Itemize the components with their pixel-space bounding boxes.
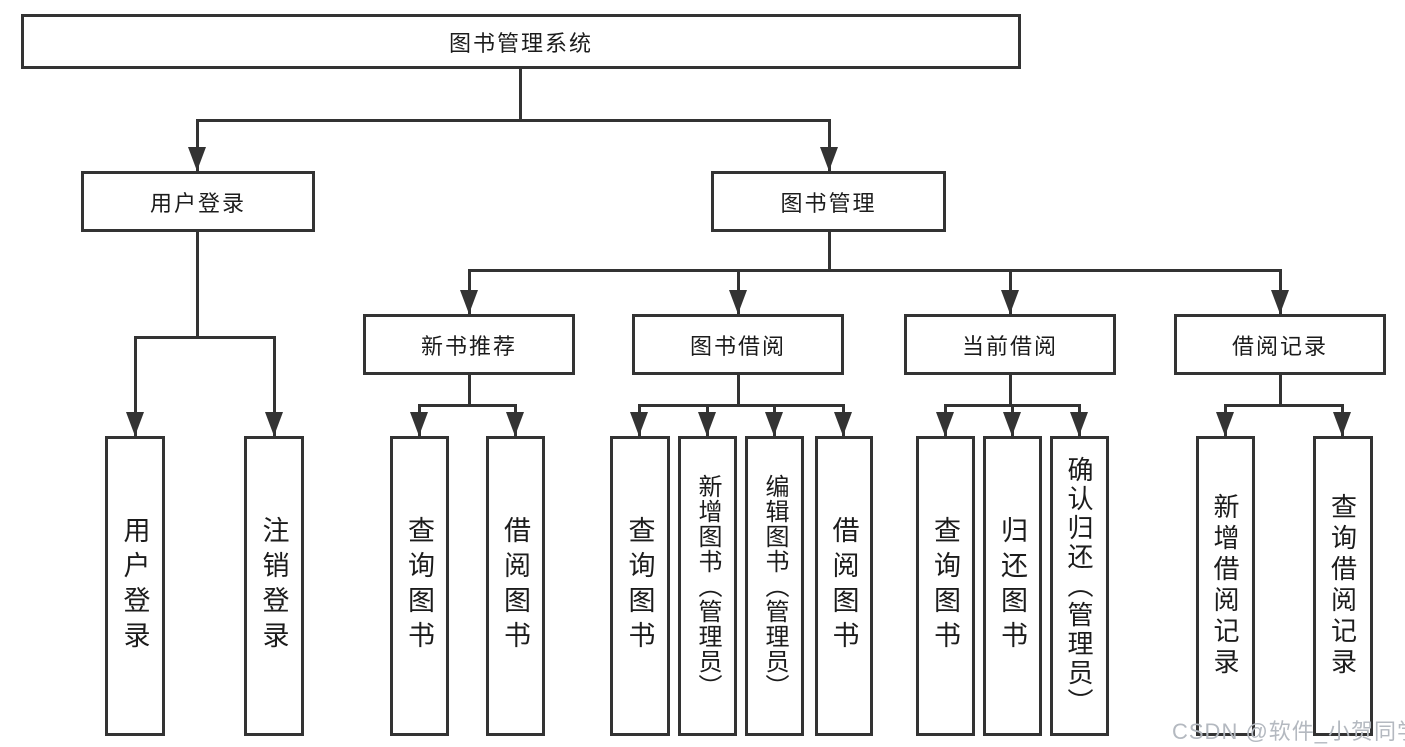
node-library-system: 图书管理系统 <box>21 14 1021 69</box>
connector-line <box>196 119 831 122</box>
arrowhead-down-icon <box>126 412 144 436</box>
arrowhead-down-icon <box>265 412 283 436</box>
leaf-label: 查询借阅记录 <box>1327 493 1358 679</box>
arrowhead-down-icon <box>698 412 716 436</box>
connector-line <box>828 119 831 171</box>
leaf-recommend-query-books: 查询图书 <box>390 436 449 736</box>
node-label: 图书管理 <box>780 190 877 216</box>
arrowhead-down-icon <box>729 290 747 314</box>
leaf-label: 借阅图书 <box>500 516 530 656</box>
leaf-logout: 注销登录 <box>244 436 304 736</box>
arrowhead-down-icon <box>1216 412 1234 436</box>
node-label: 图书管理系统 <box>448 30 593 56</box>
node-label: 借阅记录 <box>1231 333 1328 359</box>
arrowhead-down-icon <box>834 412 852 436</box>
leaf-label: 新增图书（管理员） <box>694 473 721 699</box>
arrowhead-down-icon <box>188 147 206 171</box>
connector-line <box>196 119 199 171</box>
leaf-label: 查询图书 <box>930 516 960 656</box>
node-label: 新书推荐 <box>420 333 517 359</box>
leaf-add-books-admin: 新增图书（管理员） <box>678 436 737 736</box>
connector-line <box>519 68 522 120</box>
leaf-add-borrow-record: 新增借阅记录 <box>1196 436 1255 736</box>
arrowhead-down-icon <box>765 412 783 436</box>
leaf-label: 查询图书 <box>624 516 655 656</box>
leaf-query-borrow-record: 查询借阅记录 <box>1313 436 1373 736</box>
connector-line <box>273 336 276 436</box>
leaf-label: 确认归还（管理员） <box>1064 455 1094 717</box>
arrowhead-down-icon <box>1003 412 1021 436</box>
node-book-management: 图书管理 <box>711 171 946 232</box>
csdn-watermark: CSDN @软件_小贺同学 <box>1172 719 1405 744</box>
leaf-borrow-books: 借阅图书 <box>815 436 873 736</box>
leaf-label: 编辑图书（管理员） <box>761 473 788 699</box>
leaf-confirm-return-admin: 确认归还（管理员） <box>1050 436 1109 736</box>
arrowhead-down-icon <box>506 412 524 436</box>
leaf-label: 新增借阅记录 <box>1210 493 1240 679</box>
arrowhead-down-icon <box>820 147 838 171</box>
leaf-user-login: 用户登录 <box>105 436 165 736</box>
arrowhead-down-icon <box>1070 412 1088 436</box>
connector-line <box>418 404 517 407</box>
connector-line <box>134 336 137 436</box>
leaf-label: 用户登录 <box>119 516 150 656</box>
arrowhead-down-icon <box>460 290 478 314</box>
leaf-borrow-query-books: 查询图书 <box>610 436 670 736</box>
arrowhead-down-icon <box>1271 290 1289 314</box>
node-user-login: 用户登录 <box>81 171 315 232</box>
leaf-label: 查询图书 <box>404 516 434 656</box>
connector-line <box>468 269 1282 272</box>
connector-line <box>737 375 740 405</box>
leaf-edit-books-admin: 编辑图书（管理员） <box>745 436 804 736</box>
connector-line <box>1009 375 1012 405</box>
leaf-current-query-books: 查询图书 <box>916 436 975 736</box>
leaf-label: 注销登录 <box>258 516 289 656</box>
connector-line <box>196 232 199 337</box>
node-label: 用户登录 <box>149 190 246 216</box>
node-label: 图书借阅 <box>689 333 786 359</box>
arrowhead-down-icon <box>1333 412 1351 436</box>
arrowhead-down-icon <box>936 412 954 436</box>
arrowhead-down-icon <box>1001 290 1019 314</box>
connector-line <box>468 375 471 405</box>
connector-line <box>828 232 831 272</box>
leaf-recommend-borrow-books: 借阅图书 <box>486 436 545 736</box>
node-current-borrow: 当前借阅 <box>904 314 1116 375</box>
node-label: 当前借阅 <box>961 333 1058 359</box>
leaf-return-books: 归还图书 <box>983 436 1042 736</box>
connector-line <box>1279 375 1282 405</box>
arrowhead-down-icon <box>630 412 648 436</box>
connector-line <box>1224 404 1344 407</box>
arrowhead-down-icon <box>410 412 428 436</box>
leaf-label: 归还图书 <box>997 516 1027 656</box>
node-borrow-records: 借阅记录 <box>1174 314 1386 375</box>
connector-line <box>638 404 845 407</box>
leaf-label: 借阅图书 <box>828 516 859 656</box>
node-book-borrow: 图书借阅 <box>632 314 844 375</box>
connector-line <box>134 336 276 339</box>
node-new-book-recommend: 新书推荐 <box>363 314 575 375</box>
